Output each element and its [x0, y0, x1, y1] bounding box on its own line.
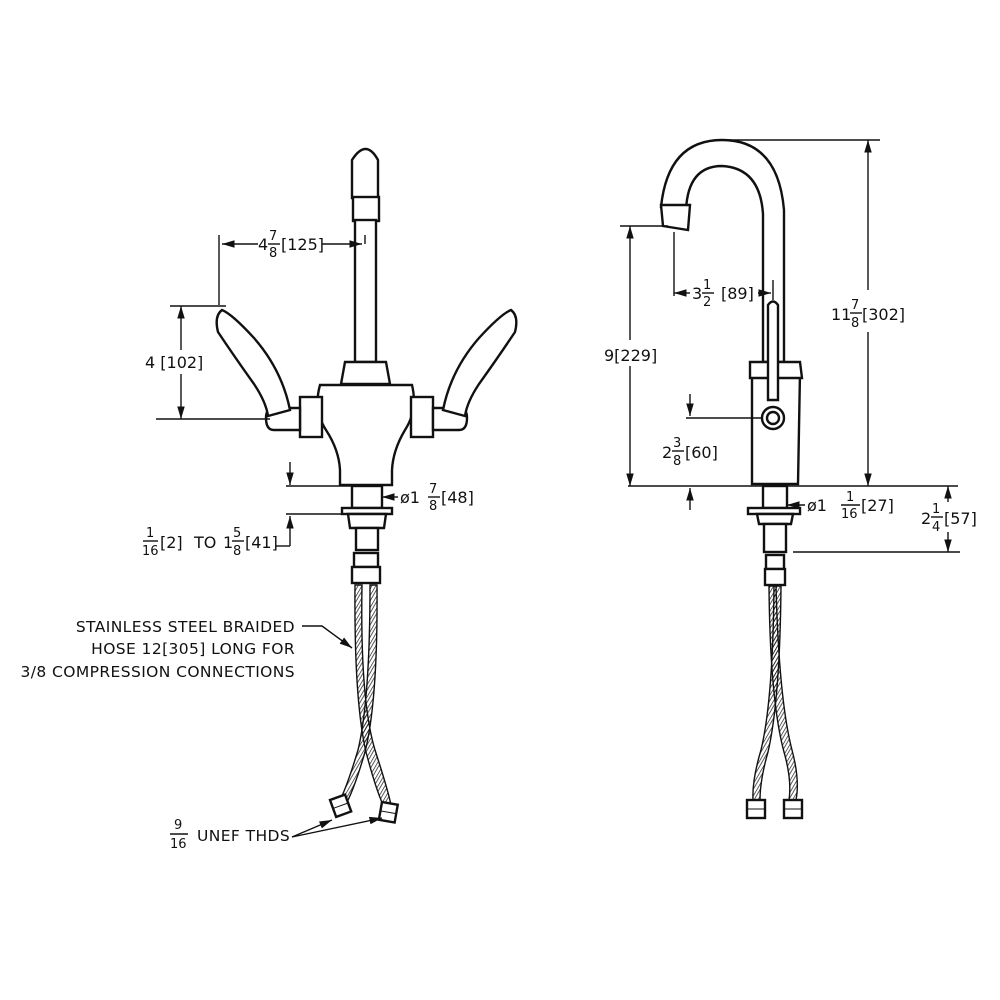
side-view: 9[229] 3 1 2 [89] 11 7 8 [302] — [604, 138, 977, 820]
front-shank — [350, 484, 384, 510]
dim-front-shank-dia-num: 7 — [429, 482, 437, 497]
dim-overall-height-metric: [302] — [862, 305, 905, 324]
dim-side-shank-dia-den: 16 — [841, 507, 858, 522]
dim-deck-m2: [41] — [245, 533, 278, 552]
dim-front-shank-dia-metric: [48] — [441, 488, 474, 507]
dim-shank-length-num: 1 — [932, 502, 940, 517]
front-view: 4 7 8 [125] 4 [102] ø1 7 8 [48] — [21, 147, 518, 852]
side-aerator — [659, 203, 692, 232]
dim-reach-num: 1 — [703, 278, 711, 293]
dim-reach-metric: [89] — [721, 284, 754, 303]
dim-deck-num2: 5 — [233, 526, 241, 541]
dim-spout-offset-metric: [125] — [281, 235, 324, 254]
dim-spout-offset-num: 7 — [269, 229, 277, 244]
note-threads-den: 16 — [170, 837, 187, 852]
dim-shank-length-den: 4 — [932, 520, 940, 535]
dim-front-shank-dia: ø1 7 8 [48] — [286, 462, 474, 514]
dim-spout-offset: 4 7 8 [125] — [218, 229, 366, 305]
dim-handle-center-num: 3 — [673, 436, 681, 451]
side-braided-hoses — [745, 585, 804, 820]
dim-deck-num1: 1 — [146, 526, 154, 541]
dim-reach: 3 1 2 [89] — [673, 232, 774, 310]
front-right-handle — [409, 308, 518, 439]
note-threads-num: 9 — [174, 818, 182, 833]
dim-deck-den1: 16 — [142, 544, 159, 559]
front-valve-body — [316, 383, 416, 487]
front-left-handle — [215, 308, 324, 439]
note-threads: 9 16 UNEF THDS — [170, 816, 383, 852]
dim-deck-whole2: 1 — [223, 533, 233, 552]
dim-side-shank-dia: ø1 1 16 [27] — [787, 490, 894, 522]
front-spout — [350, 147, 381, 364]
dim-handle-center-den: 8 — [673, 454, 681, 469]
dim-spout-height-text: 9[229] — [604, 346, 657, 365]
dim-spout-offset-den: 8 — [269, 246, 277, 261]
dim-spout-height: 9[229] — [604, 225, 958, 487]
dim-front-shank-dia-den: 8 — [429, 499, 437, 514]
side-shank — [761, 484, 789, 510]
dim-side-shank-dia-prefix: ø1 — [807, 496, 827, 515]
front-spout-nut — [339, 360, 392, 386]
side-lower-shank — [762, 522, 788, 554]
side-gooseneck — [659, 138, 786, 364]
note-threads-text: UNEF THDS — [197, 827, 290, 845]
dim-handle-height-text: 4 [102] — [145, 353, 203, 372]
dim-reach-whole: 3 — [692, 284, 702, 303]
dim-shank-length: 2 1 4 [57] — [793, 486, 977, 553]
note-hose-line3: 3/8 COMPRESSION CONNECTIONS — [21, 663, 295, 681]
dim-front-shank-dia-prefix: ø1 — [400, 488, 420, 507]
dim-deck-to: TO — [193, 533, 216, 552]
dim-overall-height-whole: 11 — [831, 305, 851, 324]
note-hose: STAINLESS STEEL BRAIDED HOSE 12[305] LON… — [21, 618, 353, 681]
side-handle-lever — [766, 300, 780, 402]
dim-shank-length-metric: [57] — [944, 509, 977, 528]
front-braided-hoses — [328, 584, 400, 824]
dim-handle-height: 4 [102] — [145, 305, 270, 420]
dim-deck-m1: [2] — [160, 533, 183, 552]
dim-spout-offset-whole: 4 — [258, 235, 268, 254]
dim-shank-length-whole: 2 — [921, 509, 931, 528]
dim-handle-center: 2 3 8 [60] — [662, 394, 762, 510]
dim-overall-height-den: 8 — [851, 316, 859, 331]
dim-deck-den2: 8 — [233, 544, 241, 559]
dim-handle-center-metric: [60] — [685, 443, 718, 462]
note-hose-line2: HOSE 12[305] LONG FOR — [91, 640, 295, 658]
dim-side-shank-dia-metric: [27] — [861, 496, 894, 515]
dim-reach-den: 2 — [703, 295, 711, 310]
dim-handle-center-whole: 2 — [662, 443, 672, 462]
front-lower-shank — [354, 526, 380, 552]
dim-overall-height-num: 7 — [851, 298, 859, 313]
dim-side-shank-dia-num: 1 — [846, 490, 854, 505]
note-hose-line1: STAINLESS STEEL BRAIDED — [76, 618, 295, 636]
dim-deck-thickness: 1 16 [2] TO 1 5 8 [41] — [142, 513, 342, 559]
dim-overall-height: 11 7 8 [302] — [722, 139, 905, 486]
